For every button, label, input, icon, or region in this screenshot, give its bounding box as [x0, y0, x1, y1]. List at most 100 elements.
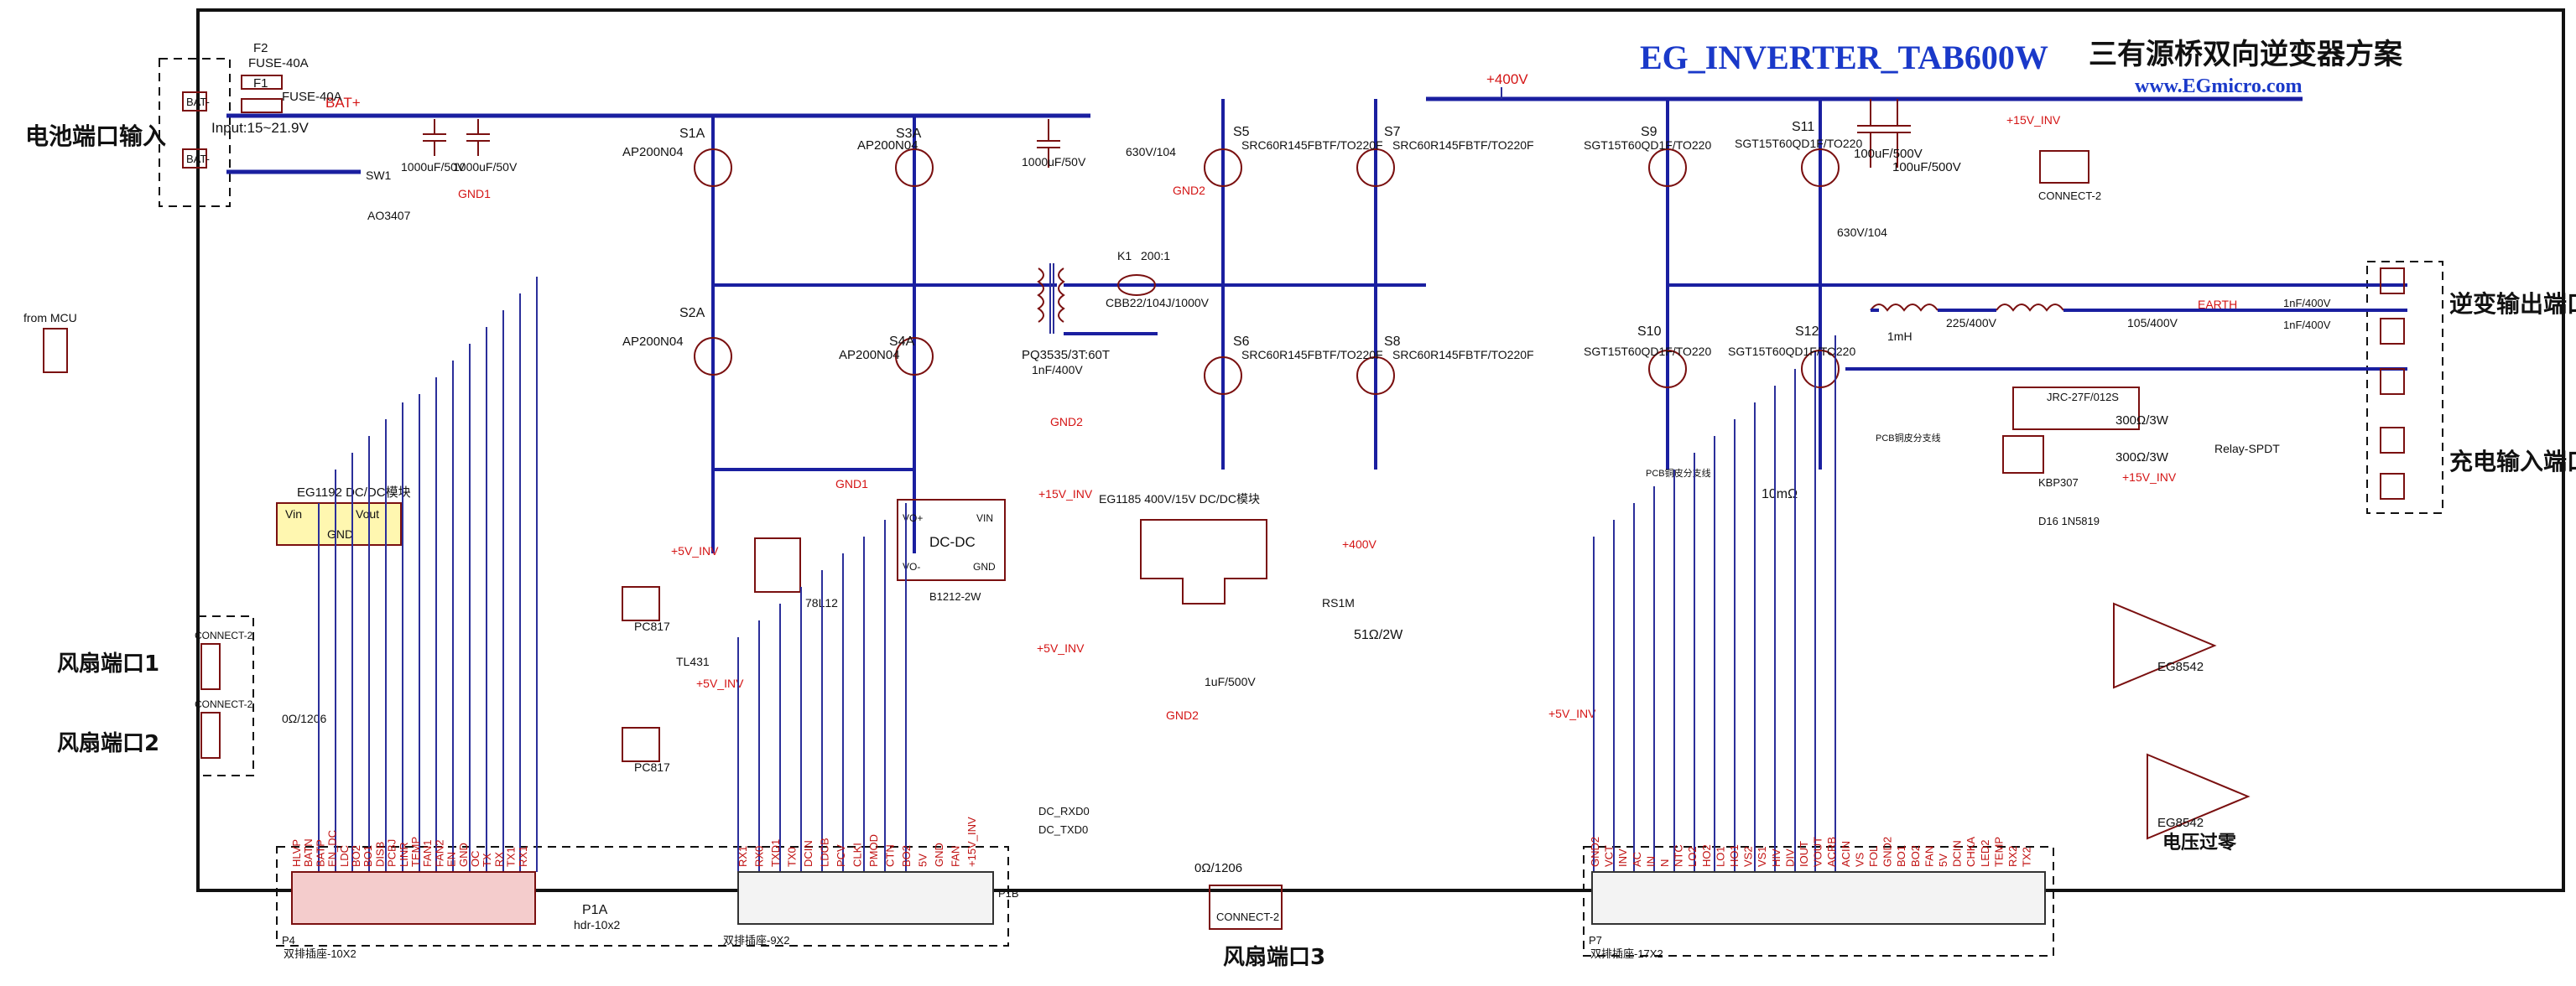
rail-5v-inv-4: +5V_INV [1548, 707, 1596, 720]
mosfet-s6 [1204, 356, 1242, 395]
from-mcu-label: from MCU [23, 311, 77, 324]
fuse-f2-val: FUSE-40A [248, 56, 309, 70]
pin-label: TXD1 [769, 839, 782, 867]
out-terminal-p2 [2380, 318, 2405, 345]
mosfet-s2a-ref: S2A [679, 306, 705, 320]
pin-label: TX [481, 853, 493, 867]
fan-port-box [197, 615, 254, 776]
dcdc-u4-title: DC-DC [929, 534, 976, 550]
mosfet-s2a [694, 337, 732, 376]
rail-5v-inv-2: +5V_INV [696, 677, 744, 690]
pin-label: HO1 [1728, 844, 1741, 867]
website-link[interactable]: www.EGmicro.com [2135, 75, 2303, 97]
pin-label: TX2 [2021, 847, 2033, 867]
charge-terminal-p5 [2380, 473, 2405, 500]
mcu-connector [43, 328, 68, 373]
pin-label: GND [457, 843, 470, 867]
cap-c2 [466, 119, 490, 156]
mosfet-s12 [1801, 350, 1840, 388]
pin-label: FAN [950, 846, 962, 867]
inductor-l1 [1996, 304, 2064, 312]
comparator-u6-2 [2147, 753, 2251, 840]
connector-p7-ref: P7 [1589, 934, 1602, 947]
fuse-f2 [241, 75, 283, 90]
pin-label: BO1 [1895, 845, 1907, 867]
inductor-l2 [1870, 304, 1939, 312]
cap-c8 [1857, 99, 1884, 168]
connector-p1a-ref: P1A [582, 903, 608, 917]
pin-label: +15V_INV [965, 817, 978, 867]
rail-5v-inv-3: +5V_INV [1037, 641, 1085, 655]
mosfet-s4a [895, 337, 934, 376]
dcdc-u4-part: B1212-2W [929, 590, 981, 603]
mosfet-s5-ref: S5 [1233, 125, 1250, 139]
mosfet-s9 [1648, 148, 1687, 187]
module-u2-name: EG1192 DC/DC模块 [297, 485, 411, 500]
pin-label: RX2 [2006, 846, 2019, 867]
mosfet-s7 [1356, 148, 1395, 187]
inverter-bridge [1648, 99, 1879, 470]
transformer-t1 [1037, 263, 1065, 334]
module-m1 [1140, 519, 1267, 605]
module-u2 [276, 502, 402, 546]
pin-label: IN [1644, 856, 1657, 867]
pin-label: TX1 [505, 847, 518, 867]
pin-label: BO2 [900, 845, 913, 867]
pin-label: LDCB [819, 838, 831, 867]
cap-c9 [1884, 99, 1911, 168]
signal-bundle-mid [737, 503, 907, 872]
r69-val: 51Ω/2W [1354, 628, 1403, 642]
pin-label: LO2 [1686, 846, 1699, 867]
comparator-u6-2-part: EG8542 [2157, 816, 2204, 830]
r93-val: 300Ω/3W [2115, 413, 2169, 428]
pin-label: TX0 [786, 847, 799, 867]
fuse-f1-val: FUSE-40A [282, 90, 342, 104]
k1-ratio: 200:1 [1141, 249, 1170, 262]
mosfet-s9-part: SGT15T60QD1F/TO220 [1584, 138, 1711, 152]
dcdc-u4-vin: VIN [976, 512, 993, 524]
connector-p1a-desc: hdr-10x2 [574, 918, 620, 932]
pin-label: FAN1 [421, 839, 434, 867]
cap-c9-val: 100uF/500V [1892, 160, 1961, 174]
pin-label: BO2 [1909, 845, 1922, 867]
module-m1-name: EG1185 400V/15V DC/DC模块 [1099, 492, 1260, 506]
connector-p1b-desc: 双排插座-9X2 [723, 934, 789, 947]
dcdc-u4-vop: VO+ [903, 512, 923, 524]
pin-label: DCIN [802, 840, 814, 867]
voltage-zero-label: 电压过零 [2162, 833, 2237, 854]
pin-label: DCIN [1951, 840, 1964, 867]
opto-u5-part: PC817 [634, 620, 670, 633]
pin-label: RX0 [753, 846, 766, 867]
mosfet-s3a-ref: S3A [896, 127, 922, 141]
cap-c3-val: 1000uF/50V [1022, 155, 1086, 169]
mosfet-s6-part: SRC60R145FBTF/TO220F [1241, 348, 1383, 361]
inductor-l1-val: 1mH [1887, 330, 1912, 343]
pin-label: VS [1853, 852, 1866, 867]
pin-label: CLKI [851, 843, 864, 867]
mosfet-s7-ref: S7 [1384, 125, 1401, 139]
signal-bundle-left [318, 277, 538, 872]
pin-label: GND2 [1589, 837, 1601, 867]
relay-k2 [2012, 387, 2140, 430]
transformer-t1-part: PQ3535/3T:60T [1022, 348, 1110, 362]
bridge-rectifier-part: KBP307 [2038, 476, 2079, 489]
pin-label: INV [1616, 848, 1629, 867]
signal-bundle-right [1593, 335, 1836, 872]
connector-p10-part: CONNECT-2 [2038, 189, 2101, 202]
pin-label: 5V [1937, 854, 1949, 867]
mosfet-s4a-part: AP200N04 [839, 348, 900, 362]
connector-p7-desc: 双排插座-17X2 [1590, 947, 1663, 960]
pin-label: PMOD [867, 834, 880, 867]
gnd1-label-2: GND1 [835, 477, 868, 490]
fan-connector-p6-part: CONNECT-2 [195, 698, 253, 710]
relay-k3-part: Relay-SPDT [2214, 442, 2280, 455]
rail-5v-inv-1: +5V_INV [671, 544, 719, 558]
connector-p1a-body [291, 871, 536, 925]
k1-ref: K1 [1117, 249, 1132, 262]
c16-val: 1nF/400V [1032, 363, 1083, 376]
pin-label: GND [933, 843, 945, 867]
lv-bridge [694, 116, 1057, 553]
bridge-rectifier [2002, 435, 2044, 474]
